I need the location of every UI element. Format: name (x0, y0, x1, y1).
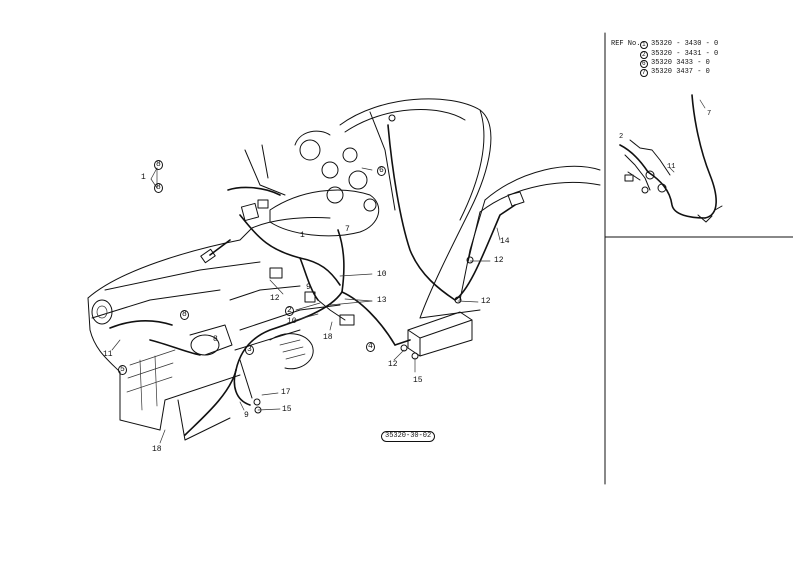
ref-code-7: 35320 3437 - 0 (651, 68, 710, 76)
callout-12-d: 12 (388, 360, 398, 369)
callout-14: 14 (500, 237, 510, 246)
callout-1b: 1 (300, 231, 305, 240)
ref-header: REF No. (611, 40, 641, 48)
callout-12-c: 12 (481, 297, 491, 306)
ref-code-6: 35320 3433 - 0 (651, 59, 710, 67)
inset-harness-drawing (619, 94, 723, 223)
ref-mark-6: 6 (640, 60, 648, 68)
ref-mark-2: 2 (640, 51, 648, 59)
callout-10-a: 10 (377, 270, 387, 279)
tractor-body-outline (87, 217, 341, 441)
callout-10-b: 10 (287, 317, 297, 326)
ref-mark-7: 7 (640, 69, 648, 77)
callout-1: 1 (141, 173, 146, 182)
callout-8-circled-a: 8 (154, 160, 163, 170)
callout-13: 13 (377, 296, 387, 305)
callout-18-b: 18 (152, 445, 162, 454)
battery-box (407, 311, 473, 357)
ref-mark-1: 1 (640, 41, 648, 49)
right-fender (459, 165, 601, 301)
callout-3: 3 (245, 345, 254, 355)
callout-5: 5 (118, 365, 127, 375)
callout-9b: 9 (306, 283, 311, 292)
callout-15-a: 15 (413, 376, 423, 385)
instrument-panel (240, 130, 380, 237)
callout-12-b: 12 (494, 256, 504, 265)
callout-9: 9 (244, 411, 249, 420)
callout-18-a: 18 (323, 333, 333, 342)
drawing-code-badge: 35320-30-02 (381, 431, 436, 442)
callout-12-a: 12 (270, 294, 280, 303)
inset-callout-7: 7 (707, 110, 712, 118)
inset-callout-2: 2 (619, 133, 624, 141)
callout-16: 15 (282, 405, 292, 414)
callout-4: 4 (366, 342, 375, 352)
main-wire-harness (109, 124, 516, 436)
callout-8-circled-b: 8 (154, 183, 163, 193)
inset-callout-11: 11 (667, 163, 676, 171)
rear-fender (339, 98, 492, 319)
callout-17: 17 (281, 388, 291, 397)
ref-code-2: 35320 - 3431 - 0 (651, 50, 719, 58)
callout-11: 11 (103, 350, 113, 359)
ref-code-1: 35320 - 3430 - 0 (651, 40, 719, 48)
callout-2: 2 (285, 306, 294, 316)
callout-8d: 8 (213, 335, 218, 344)
callout-leaders (111, 167, 501, 444)
callout-7: 7 (345, 225, 350, 234)
callout-6: 6 (377, 166, 386, 176)
callout-8-c: 8 (180, 310, 189, 320)
